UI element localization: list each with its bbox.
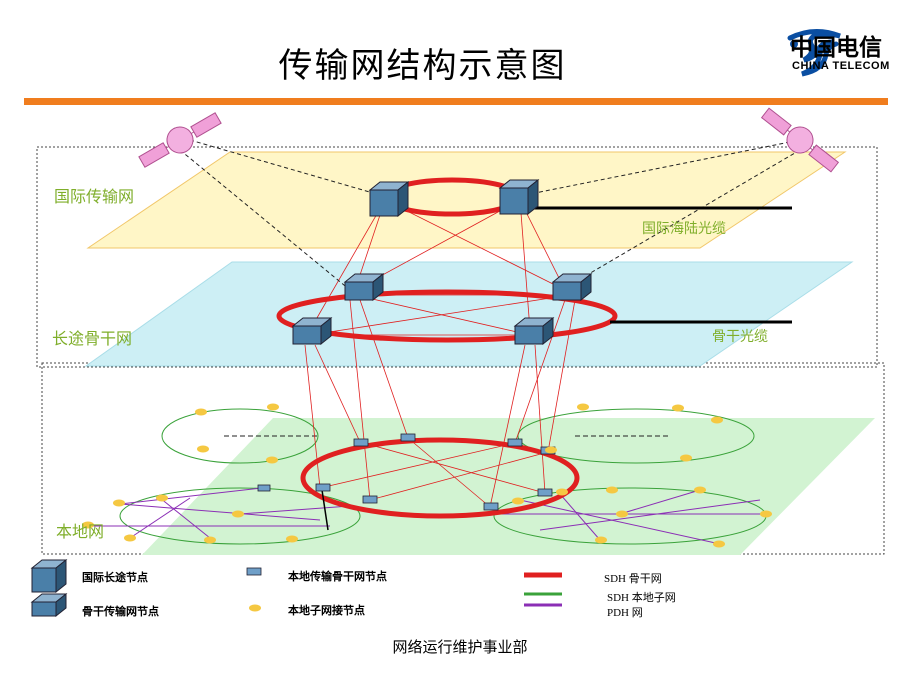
layer-label-backbone: 长途骨干网 — [52, 329, 133, 348]
intl-node — [498, 178, 540, 216]
legend-sdh-local-label: SDH 本地子网 — [607, 592, 676, 604]
intl-node — [368, 180, 410, 218]
legend-backbone-node-label: 骨干传输网节点 — [82, 605, 159, 618]
backbone-node — [343, 272, 385, 302]
local-sub-nodes — [82, 403, 772, 548]
header-divider — [24, 98, 888, 105]
backbone-node — [291, 316, 333, 346]
backbone-node — [513, 316, 555, 346]
international-plane — [86, 151, 847, 249]
backbone-plane — [84, 261, 854, 367]
legend-local-backbone-node-label: 本地传输骨干网节点 — [288, 570, 387, 583]
page-title: 传输网结构示意图 — [278, 46, 567, 86]
logo-text-en: CHINA TELECOM — [792, 60, 890, 72]
backbone-node — [551, 272, 593, 302]
satellite-right — [760, 107, 840, 173]
satellite-left — [138, 112, 222, 168]
layer-label-local: 本地网 — [56, 522, 105, 541]
pdh-links — [88, 487, 770, 545]
legend-pdh-label: PDH 网 — [607, 607, 643, 619]
satellite-links — [179, 139, 801, 291]
local-plane — [142, 418, 875, 555]
legend-backbone-node-icon — [30, 592, 68, 618]
china-telecom-logo — [787, 29, 841, 77]
legend-local-sub-node-label: 本地子网接节点 — [288, 604, 365, 617]
cable-label-submarine: 国际海陆光缆 — [642, 221, 726, 237]
cable-label-backbone: 骨干光缆 — [712, 329, 768, 345]
legend-intl-node-icon — [30, 558, 68, 594]
legend-intl-node-label: 国际长途节点 — [82, 571, 148, 584]
local-subnet-ring — [119, 487, 361, 545]
upper-frame — [36, 146, 878, 368]
footer-org-name: 网络运行维护事业部 — [392, 638, 528, 656]
legend-sdh-backbone-label: SDH 骨干网 — [604, 573, 662, 585]
local-backbone-ring — [300, 437, 580, 519]
backbone-ring — [276, 289, 618, 343]
legend-local-sub-node-icon — [249, 604, 261, 612]
local-subnet-ring — [161, 408, 319, 464]
layer-label-international: 国际传输网 — [54, 187, 135, 206]
logo-text-cn: 中国电信 — [790, 35, 882, 61]
legend-local-backbone-node-icon — [246, 567, 262, 576]
local-subnet-ring — [517, 408, 755, 464]
